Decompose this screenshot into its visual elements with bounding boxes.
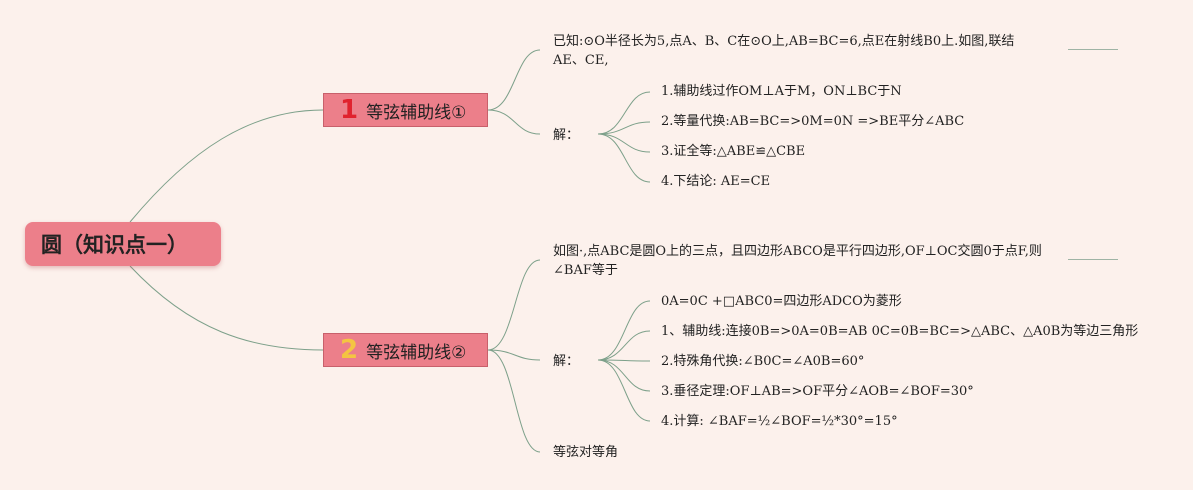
link-b1-step3 xyxy=(597,133,651,153)
number-1-icon: 1 xyxy=(340,95,359,125)
link-b1-step2 xyxy=(597,121,651,135)
link-b2-extra xyxy=(487,349,541,453)
link-root-branch1 xyxy=(129,109,324,223)
b2-step-3: 3.垂径定理:OF⊥AB=>OF平分∠AOB=∠BOF=30° xyxy=(661,384,974,399)
b2-solution-label: 解： xyxy=(553,354,580,369)
branch-node-2[interactable]: 2 等弦辅助线② xyxy=(323,333,488,367)
b2-extra-text: 等弦对等角 xyxy=(553,445,619,460)
branch-node-1[interactable]: 1 等弦辅助线① xyxy=(323,93,488,127)
link-b2-problem xyxy=(487,259,541,351)
b1-solution-label: 解： xyxy=(553,128,580,143)
link-b2-step4 xyxy=(597,359,651,422)
link-b2-step3 xyxy=(597,359,651,392)
link-b2-solution xyxy=(487,349,541,361)
link-b2-step2 xyxy=(597,359,651,362)
link-b1-solution xyxy=(487,109,541,135)
b2-step-2: 2.特殊角代换:∠B0C=∠A0B=60° xyxy=(661,354,865,369)
link-b1-step4 xyxy=(597,133,651,183)
b1-problem-underline xyxy=(1068,49,1118,50)
link-root-branch2 xyxy=(129,265,324,351)
link-b2-step0 xyxy=(597,300,651,361)
b1-step-2: 2.等量代换:AB=BC=>0M=0N =>BE平分∠ABC xyxy=(661,114,965,129)
b1-problem-text: 已知:⊙O半径长为5,点A、B、C在⊙O上,AB=BC=6,点E在射线B0上.如… xyxy=(553,34,1015,68)
link-b1-problem xyxy=(487,49,541,111)
root-label: 圆（知识点一） xyxy=(41,233,188,257)
number-2-icon: 2 xyxy=(340,335,359,365)
b2-problem-underline xyxy=(1068,259,1118,260)
b1-step-3: 3.证全等:△ABE≌△CBE xyxy=(661,144,806,159)
b2-step-0: 0A=0C +□ABC0=四边形ADCO为菱形 xyxy=(661,294,902,309)
b2-step-4: 4.计算: ∠BAF=½∠BOF=½*30°=15° xyxy=(661,414,898,429)
b2-step-1: 1、辅助线:连接0B=>0A=0B=AB 0C=0B=BC=>△ABC、△A0B… xyxy=(661,324,1139,339)
link-b2-step1 xyxy=(597,330,651,361)
branch-label: 等弦辅助线② xyxy=(366,342,467,363)
b2-problem-text: 如图·,点ABC是圆O上的三点，且四边形ABCO是平行四边形,OF⊥OC交圆0于… xyxy=(553,244,1042,278)
link-b1-step1 xyxy=(597,91,651,135)
branch-label: 等弦辅助线① xyxy=(366,102,467,123)
b1-step-4: 4.下结论: AE=CE xyxy=(661,174,771,189)
b1-step-1: 1.辅助线过作OM⊥A于M，ON⊥BC于N xyxy=(661,84,902,99)
root-node[interactable]: 圆（知识点一） xyxy=(25,222,221,266)
